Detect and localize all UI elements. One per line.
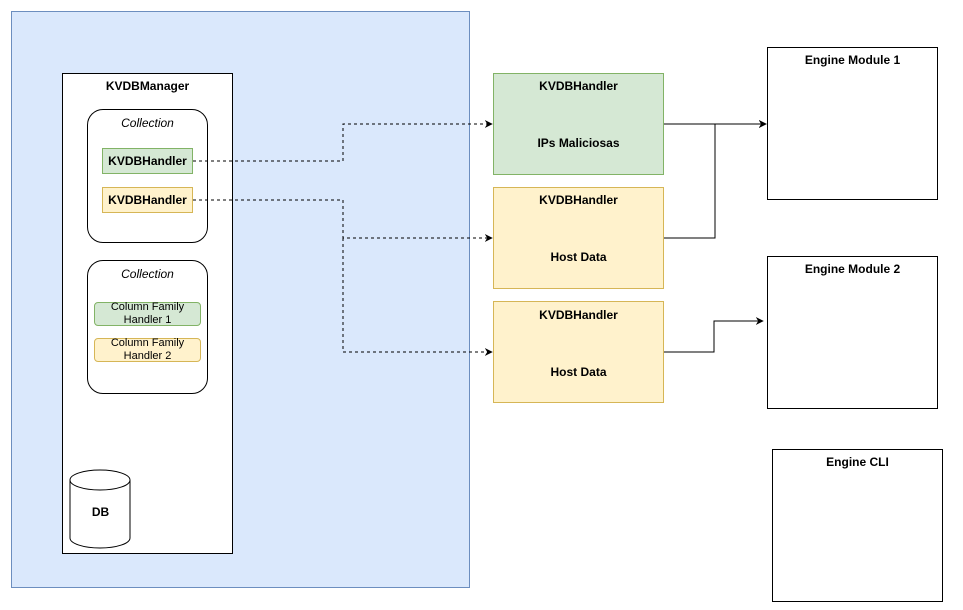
handler-box-host-1 <box>493 187 664 289</box>
collection-2 <box>87 260 208 394</box>
collection-1 <box>87 109 208 243</box>
column-family-handler-2-label: Column Family Handler 2 <box>110 337 185 362</box>
handler-box-host-2 <box>493 301 664 403</box>
collection-1-handler-green: KVDBHandler <box>102 148 193 174</box>
engine-cli <box>772 449 943 602</box>
db-cylinder <box>69 469 131 549</box>
column-family-handler-1: Column Family Handler 1 <box>94 301 201 326</box>
collection-1-handler-yellow-label: KVDBHandler <box>108 193 187 207</box>
collection-1-handler-yellow: KVDBHandler <box>102 187 193 213</box>
handler-box-host-1-title: KVDBHandler <box>539 193 618 207</box>
engine-module-1 <box>767 47 938 200</box>
collection-2-label: Collection <box>121 267 174 281</box>
handler-box-ips <box>493 73 664 175</box>
dashed-connector-host-2 <box>342 238 493 356</box>
connector-host-2-engine-2 <box>664 317 764 353</box>
dashed-connector-ips <box>193 120 493 162</box>
db-label: DB <box>91 505 110 519</box>
handler-box-host-2-subtitle: Host Data <box>550 365 607 379</box>
engine-cli-title: Engine CLI <box>826 455 889 469</box>
collection-1-handler-green-label: KVDBHandler <box>108 154 187 168</box>
handler-box-host-1-subtitle: Host Data <box>550 250 607 264</box>
handler-box-ips-subtitle: IPs Maliciosas <box>537 136 620 150</box>
kvdb-manager-title: KVDBManager <box>105 79 190 93</box>
handler-box-ips-title: KVDBHandler <box>539 79 618 93</box>
engine-module-2-title: Engine Module 2 <box>804 262 901 276</box>
collection-1-label: Collection <box>121 116 174 130</box>
column-family-handler-2: Column Family Handler 2 <box>94 337 201 362</box>
engine-module-1-title: Engine Module 1 <box>804 53 901 67</box>
column-family-handler-1-label: Column Family Handler 1 <box>110 301 185 326</box>
handler-box-host-2-title: KVDBHandler <box>539 308 618 322</box>
dashed-connector-host-1 <box>193 199 493 242</box>
engine-module-2 <box>767 256 938 409</box>
connector-host-1-engine-1 <box>664 120 767 239</box>
